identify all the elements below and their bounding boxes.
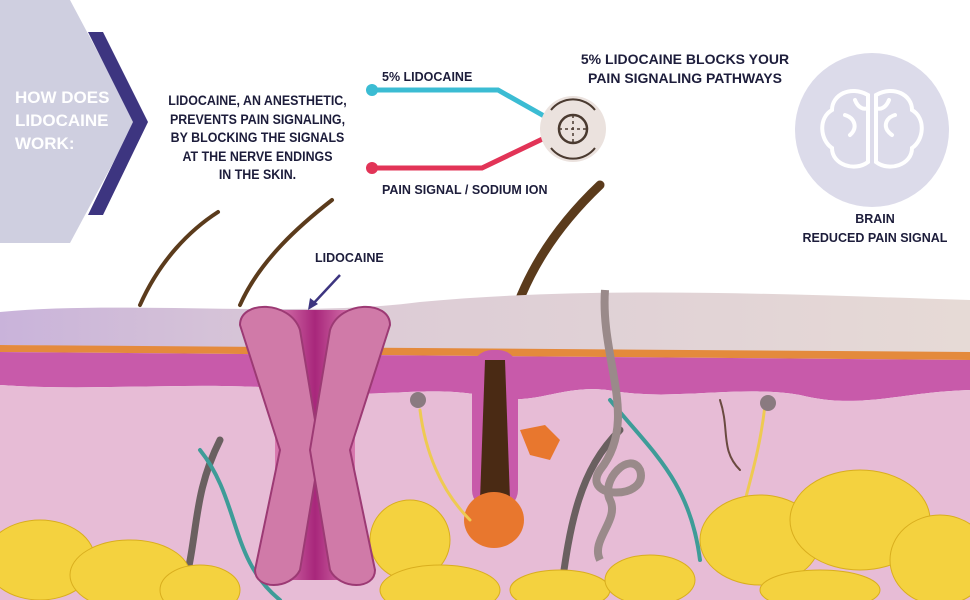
chevron-arrow-icon (88, 32, 148, 215)
intro-text: LIDOCAINE, AN ANESTHETIC, PREVENTS PAIN … (159, 92, 357, 185)
headline-line: 5% LIDOCAINE BLOCKS YOUR (580, 51, 790, 67)
title-line: WORK: (15, 134, 75, 153)
brain-label: BRAIN REDUCED PAIN SIGNAL (790, 210, 960, 248)
brain-label-line: BRAIN (855, 212, 895, 226)
headline-line: PAIN SIGNALING PATHWAYS (588, 70, 782, 86)
brain-icon (820, 89, 924, 169)
channel-label: LIDOCAINE (315, 251, 384, 265)
intro-line: LIDOCAINE, AN ANESTHETIC, (168, 93, 347, 108)
arrow-icon (311, 274, 341, 306)
intro-line: PREVENTS PAIN SIGNALING, (169, 111, 346, 127)
lidocaine-label: 5% LIDOCAINE (382, 70, 473, 84)
brain-label-line: REDUCED PAIN SIGNAL (802, 231, 948, 245)
pain-signal-label: PAIN SIGNAL / SODIUM ION (382, 183, 548, 197)
pain-signal-line (366, 130, 557, 174)
side-panel-title: HOW DOES LIDOCAINE WORK: (15, 86, 135, 155)
hair-follicle (464, 350, 524, 548)
arrow-head-icon (308, 298, 318, 310)
sodium-channel (238, 305, 392, 586)
title-line: HOW DOES (15, 88, 110, 107)
cell-cluster (520, 425, 560, 460)
sweat-gland (592, 289, 645, 562)
target-block-icon (540, 96, 606, 162)
headline: 5% LIDOCAINE BLOCKS YOUR PAIN SIGNALING … (555, 50, 815, 88)
side-panel-hexagon (0, 0, 135, 243)
receptor (760, 395, 776, 411)
brain-circle (795, 53, 949, 207)
intro-line: IN THE SKIN. (218, 167, 297, 182)
title-line: LIDOCAINE (15, 111, 109, 130)
intro-line: AT THE NERVE ENDINGS (182, 148, 333, 164)
lidocaine-line (366, 84, 562, 128)
receptor (410, 392, 426, 408)
epidermis-layer (0, 292, 970, 355)
intro-line: BY BLOCKING THE SIGNALS (170, 130, 345, 145)
fat-layer (0, 469, 970, 600)
